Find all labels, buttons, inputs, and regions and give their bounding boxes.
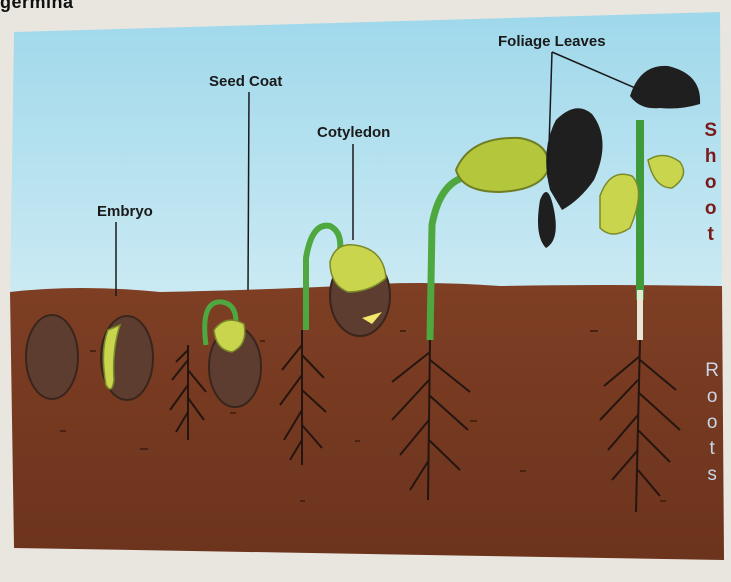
roots-label-letter: R: [705, 358, 719, 384]
seed-stage-2: [101, 316, 153, 400]
cotyledon-label: Cotyledon: [317, 124, 390, 141]
shoot-label-letter: t: [707, 222, 713, 248]
seed-stage-1: [26, 315, 78, 399]
page-top-text: germina: [0, 0, 74, 13]
shoot-label-letter: o: [705, 170, 717, 196]
seed-coat-label: Seed Coat: [209, 73, 282, 90]
roots-label-letter: s: [707, 462, 717, 488]
embryo-label: Embryo: [97, 203, 153, 220]
roots-label-letter: o: [707, 410, 718, 436]
roots-label-letter: o: [707, 384, 718, 410]
shoot-label-letter: S: [704, 118, 717, 144]
roots-label-letter: t: [709, 436, 714, 462]
seed-coat-leader: [248, 92, 249, 290]
shoot-label-letter: o: [705, 196, 717, 222]
shoot-label-letter: h: [705, 144, 717, 170]
foliage-leaves-label: Foliage Leaves: [498, 33, 606, 50]
